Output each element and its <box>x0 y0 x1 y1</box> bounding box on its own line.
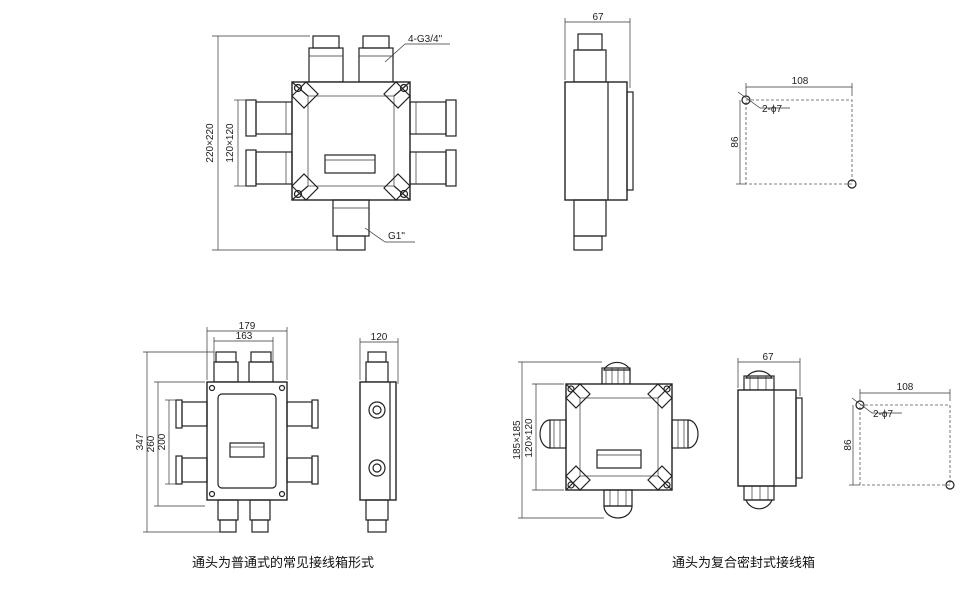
box-body-2 <box>206 381 288 501</box>
box-body <box>291 81 411 201</box>
dim-200: 200 <box>157 433 168 450</box>
gland-left-lower <box>245 149 293 187</box>
dim-67: 67 <box>592 12 604 23</box>
view-sealed-side: 67 <box>737 352 803 510</box>
side-body <box>564 81 628 201</box>
dim-120x120: 120×120 <box>225 123 236 163</box>
dim-163: 163 <box>236 331 253 342</box>
view-sealed-mount: 108 86 2-ϕ7 <box>843 382 955 490</box>
dim-347: 347 <box>135 433 146 450</box>
view-top-side: 67 <box>564 12 634 251</box>
view-bottom-side: 120 <box>359 332 399 533</box>
view-sealed-front: 185×185 120×120 <box>512 361 699 519</box>
hole-callout-sealed: 2-ϕ7 <box>873 409 893 420</box>
gland-right-lower <box>409 149 457 187</box>
callout-g1: G1" <box>388 231 405 242</box>
dim-120-side: 120 <box>371 332 388 343</box>
caption-left: 通头为普通式的常见接线箱形式 <box>192 556 375 571</box>
mount-outline <box>745 99 853 185</box>
gland-left-upper <box>245 99 293 137</box>
callout-4-g3-4: 4-G3/4" <box>408 34 443 45</box>
dim-86: 86 <box>730 136 741 148</box>
gland-top-left <box>308 35 344 83</box>
dim-260: 260 <box>146 435 157 452</box>
sealed-box-body <box>565 383 673 491</box>
view-bottom-front: 179 163 347 260 200 <box>135 321 319 533</box>
caption-right: 通头为复合密封式接线箱 <box>672 556 816 571</box>
dim-86-sealed: 86 <box>843 439 854 451</box>
nameplate <box>324 154 376 174</box>
dim-67-sealed: 67 <box>762 352 774 363</box>
dim-179: 179 <box>239 321 256 332</box>
dim-185x185: 185×185 <box>512 420 523 460</box>
gland-right-upper <box>409 99 457 137</box>
gland-bottom <box>332 199 370 251</box>
view-top-front: 220×220 120×120 4-G3/4" G1" <box>205 34 457 251</box>
sealed-mount-outline <box>859 404 951 486</box>
dim-108-sealed: 108 <box>897 382 914 393</box>
dim-120x120-sealed: 120×120 <box>524 418 535 458</box>
dim-108: 108 <box>792 76 809 87</box>
hole-callout: 2-ϕ7 <box>762 104 782 115</box>
sealed-side-body <box>737 389 797 487</box>
view-top-mount: 108 86 2-ϕ7 <box>730 76 857 189</box>
dim-220x220: 220×220 <box>205 123 216 163</box>
